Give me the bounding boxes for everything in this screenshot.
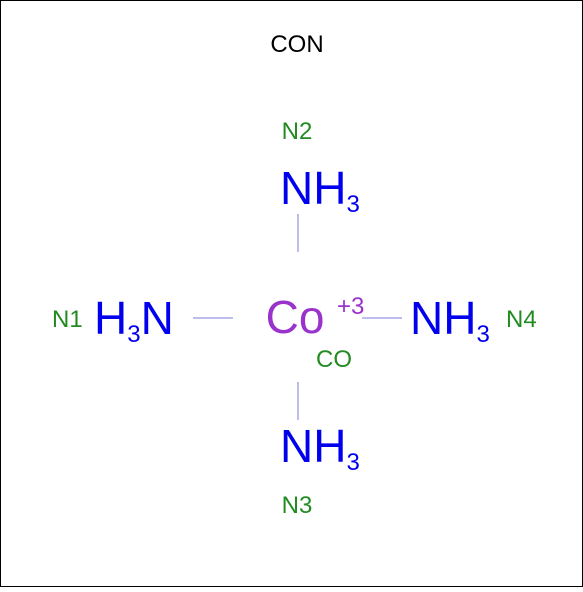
diagram-title: CON <box>270 31 323 58</box>
metal-symbol: Co <box>266 291 325 343</box>
metal-atom-label: CO <box>316 346 352 373</box>
ligand-top-formula: NH3 <box>280 162 360 218</box>
ligand-right-subscript: 3 <box>476 321 489 348</box>
ligand-left-label: N1 <box>52 306 83 333</box>
metal-charge: +3 <box>337 293 364 320</box>
ligand-right-formula: NH3 <box>410 292 490 348</box>
ligand-right-label: N4 <box>506 306 537 333</box>
ligand-top-label: N2 <box>282 118 313 145</box>
ligand-left-formula: H3N <box>94 292 174 348</box>
ligand-top-element: NH <box>280 162 346 214</box>
ligand-bottom-subscript: 3 <box>346 449 359 476</box>
ligand-left-subscript: 3 <box>127 321 140 348</box>
ligand-bottom-label: N3 <box>282 492 313 519</box>
ligand-top-subscript: 3 <box>346 191 359 218</box>
ligand-right-element: NH <box>410 292 476 344</box>
ligand-bottom-formula: NH3 <box>280 420 360 476</box>
ligand-bottom-element: NH <box>280 420 346 472</box>
ligand-left-element-pre: H <box>94 292 127 344</box>
ligand-left-element-post: N <box>141 292 174 344</box>
